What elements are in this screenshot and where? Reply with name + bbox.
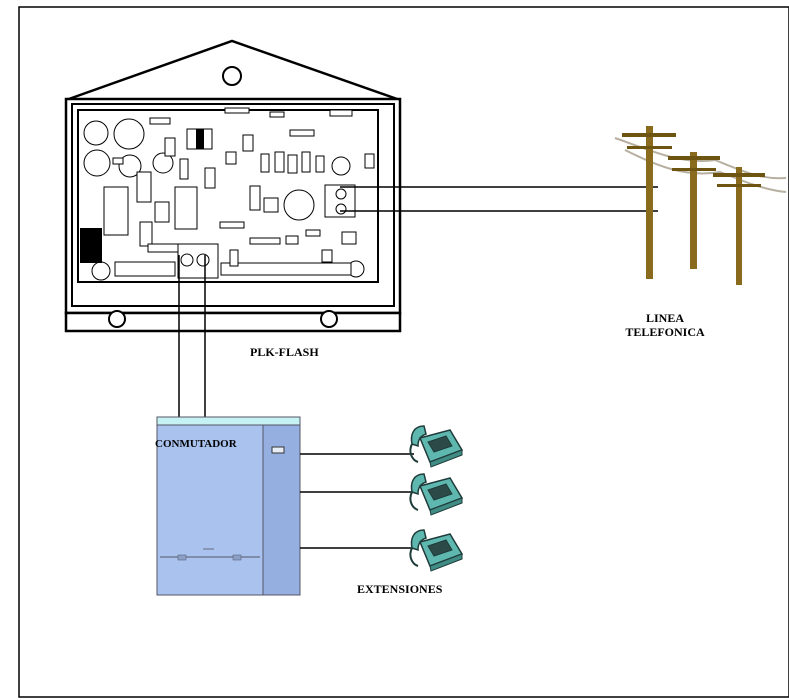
cabinet-indicator	[271, 446, 285, 454]
telephone-icon	[409, 473, 464, 516]
outer-frame	[18, 6, 789, 698]
device-label: PLK-FLASH	[250, 345, 319, 359]
telephone-icon	[409, 529, 464, 572]
telephone-icon	[409, 425, 464, 468]
circuit-board-icon	[77, 107, 379, 283]
mount-hole-left	[108, 310, 126, 328]
extensions-label: EXTENSIONES	[357, 582, 443, 596]
telephone-line-label-line2: TELEFONICA	[625, 325, 705, 339]
switch-label: CONMUTADOR	[155, 438, 237, 450]
enclosure-base	[64, 311, 402, 333]
pbx-cabinet-icon	[156, 416, 301, 596]
telephone-pole-icon	[614, 126, 787, 285]
plk-flash-device	[64, 39, 402, 333]
mount-hole-top	[222, 66, 242, 86]
mount-hole-right	[320, 310, 338, 328]
telephone-line-label-line1: LINEA	[645, 311, 684, 325]
telephone-line-label: LINEA TELEFONICA	[610, 311, 720, 339]
